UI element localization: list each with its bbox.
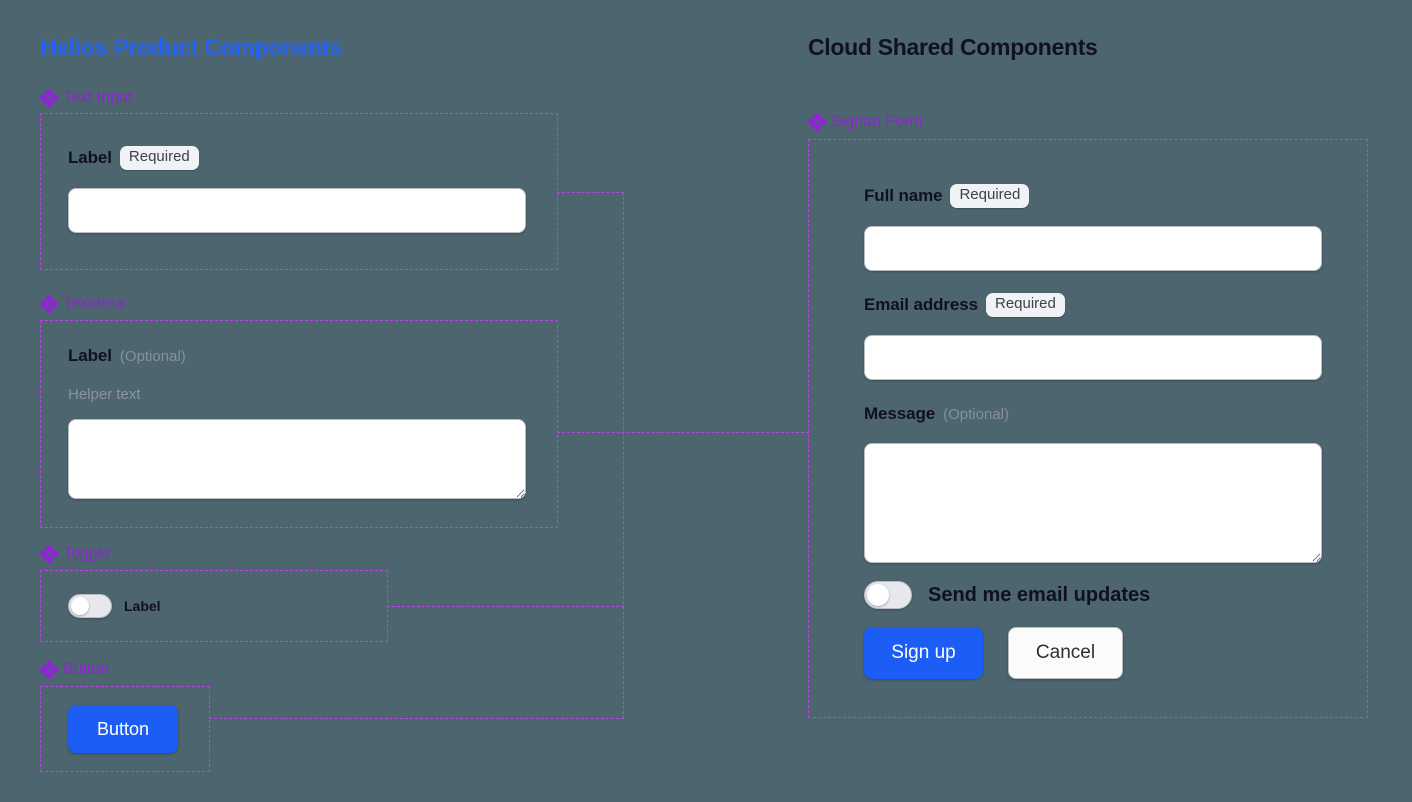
left-panel-title: Helios Product Components (40, 34, 342, 60)
connector-toggle (387, 606, 624, 607)
message-textarea[interactable] (864, 443, 1322, 563)
textarea-label-row: Label (Optional) (68, 346, 186, 366)
sign-up-button[interactable]: Sign up (864, 627, 983, 679)
email-label-row: Email address Required (864, 293, 1065, 317)
full-name-label-row: Full name Required (864, 184, 1030, 208)
section-label: Toggle (63, 545, 111, 562)
diamond-icon (807, 112, 827, 132)
section-header-signup-form: Signup Form (807, 112, 923, 132)
section-label: Signup Form (831, 113, 923, 130)
cancel-button[interactable]: Cancel (1008, 627, 1123, 679)
component-box-textarea: Label (Optional) Helper text (40, 320, 558, 528)
diamond-icon (39, 544, 59, 564)
section-header-toggle: Toggle (39, 544, 111, 564)
toggle-switch[interactable] (68, 594, 112, 618)
textarea-optional-text: (Optional) (119, 347, 186, 365)
section-label: Button (63, 661, 110, 678)
component-box-toggle: Label (40, 570, 388, 642)
diamond-icon (39, 660, 59, 680)
section-label: Textarea (63, 295, 125, 312)
connector-trunk (623, 192, 624, 719)
section-label: Text Input (63, 89, 133, 106)
toggle-row[interactable]: Label (68, 594, 161, 618)
diamond-icon (39, 294, 59, 314)
email-updates-toggle-switch[interactable] (864, 581, 912, 609)
email-required-badge: Required (985, 293, 1065, 317)
text-input-field[interactable] (68, 188, 526, 233)
message-label: Message (864, 404, 936, 423)
connector-textarea-to-signup (557, 432, 809, 433)
email-updates-toggle-row[interactable]: Send me email updates (864, 581, 1150, 609)
text-input-label: Label (68, 147, 112, 167)
textarea-helper-text: Helper text (68, 386, 141, 403)
demo-button[interactable]: Button (68, 705, 178, 753)
diamond-icon (39, 88, 59, 108)
message-label-row: Message (Optional) (864, 404, 1009, 424)
text-input-label-row: Label Required (68, 146, 199, 170)
full-name-input[interactable] (864, 226, 1322, 271)
connector-text-input (557, 192, 624, 193)
right-panel-title: Cloud Shared Components (808, 34, 1098, 60)
email-input[interactable] (864, 335, 1322, 380)
component-box-signup-form: Full name Required Email address Require… (808, 139, 1368, 718)
toggle-knob (71, 597, 89, 615)
toggle-knob (867, 584, 889, 606)
full-name-required-badge: Required (950, 184, 1030, 208)
textarea-label: Label (68, 346, 112, 365)
toggle-label: Label (124, 598, 161, 614)
connector-button (209, 718, 624, 719)
email-label: Email address (864, 294, 978, 314)
section-header-text-input: Text Input (39, 88, 133, 108)
section-header-button: Button (39, 660, 110, 680)
email-updates-toggle-label: Send me email updates (928, 583, 1151, 606)
component-box-text-input: Label Required (40, 113, 558, 270)
section-header-textarea: Textarea (39, 294, 125, 314)
message-optional-text: (Optional) (943, 405, 1009, 423)
component-box-button: Button (40, 686, 210, 772)
full-name-label: Full name (864, 185, 943, 205)
text-input-required-badge: Required (119, 146, 199, 170)
textarea-field[interactable] (68, 419, 526, 499)
